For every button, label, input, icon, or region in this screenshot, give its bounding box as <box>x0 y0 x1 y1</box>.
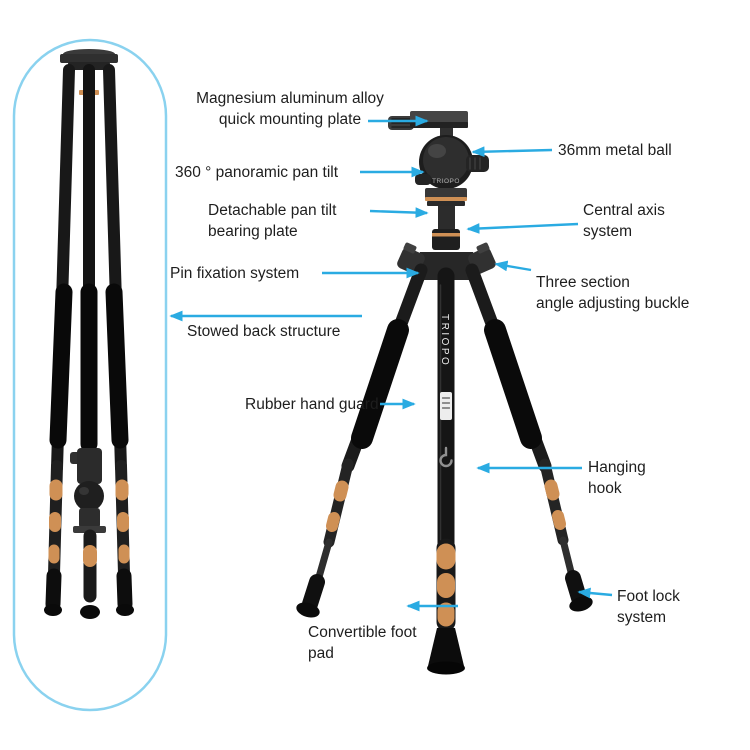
headstock-brand-text: TRIOPO <box>432 178 460 185</box>
callout-metal-ball: 36mm metal ball <box>558 142 672 159</box>
callout-quick-plate: Magnesium aluminum alloy quick mounting … <box>196 90 384 128</box>
angle-buckle-right <box>476 242 490 254</box>
angle-buckle-left <box>403 242 417 254</box>
arrow-metal-ball <box>471 146 553 158</box>
stowed-capsule-outline <box>12 38 168 712</box>
callout-hanging-hook: Hanging hook <box>588 459 646 497</box>
tripod-leg-right <box>465 263 593 612</box>
callout-central-axis: Central axis system <box>583 202 665 240</box>
folded-tripod-illustration <box>44 49 134 619</box>
leg-brand-text: TRIOPO <box>439 314 450 367</box>
callout-hand-guard: Rubber hand guard <box>245 396 379 413</box>
callout-pan-tilt: 360 ° panoramic pan tilt <box>175 164 339 181</box>
callout-foot-pad: Convertible foot pad <box>308 624 417 662</box>
tripod-leg-front: TRIOPO <box>427 267 465 675</box>
callout-arrows <box>169 115 613 612</box>
callout-angle-buckle: Three section angle adjusting buckle <box>536 274 690 312</box>
arrow-central-axis <box>466 222 579 234</box>
arrow-angle-buckle <box>494 260 532 272</box>
leg-label-sticker <box>440 392 452 420</box>
callout-pin-fixation: Pin fixation system <box>170 265 300 282</box>
arrow-foot-lock <box>577 587 613 599</box>
ball-lock-knob <box>466 155 489 172</box>
callout-stowed-back: Stowed back structure <box>187 323 341 340</box>
central-axis-column <box>438 206 455 231</box>
tripod-leg-left <box>296 263 428 618</box>
callout-foot-lock: Foot lock system <box>617 588 680 626</box>
callout-bearing-plate: Detachable pan tilt bearing plate <box>208 202 337 240</box>
hanging-hook-part <box>439 446 453 468</box>
arrow-bearing-plate <box>369 207 429 218</box>
convertible-foot <box>428 628 464 674</box>
leg-spider <box>413 252 480 280</box>
pan-base <box>425 188 467 199</box>
